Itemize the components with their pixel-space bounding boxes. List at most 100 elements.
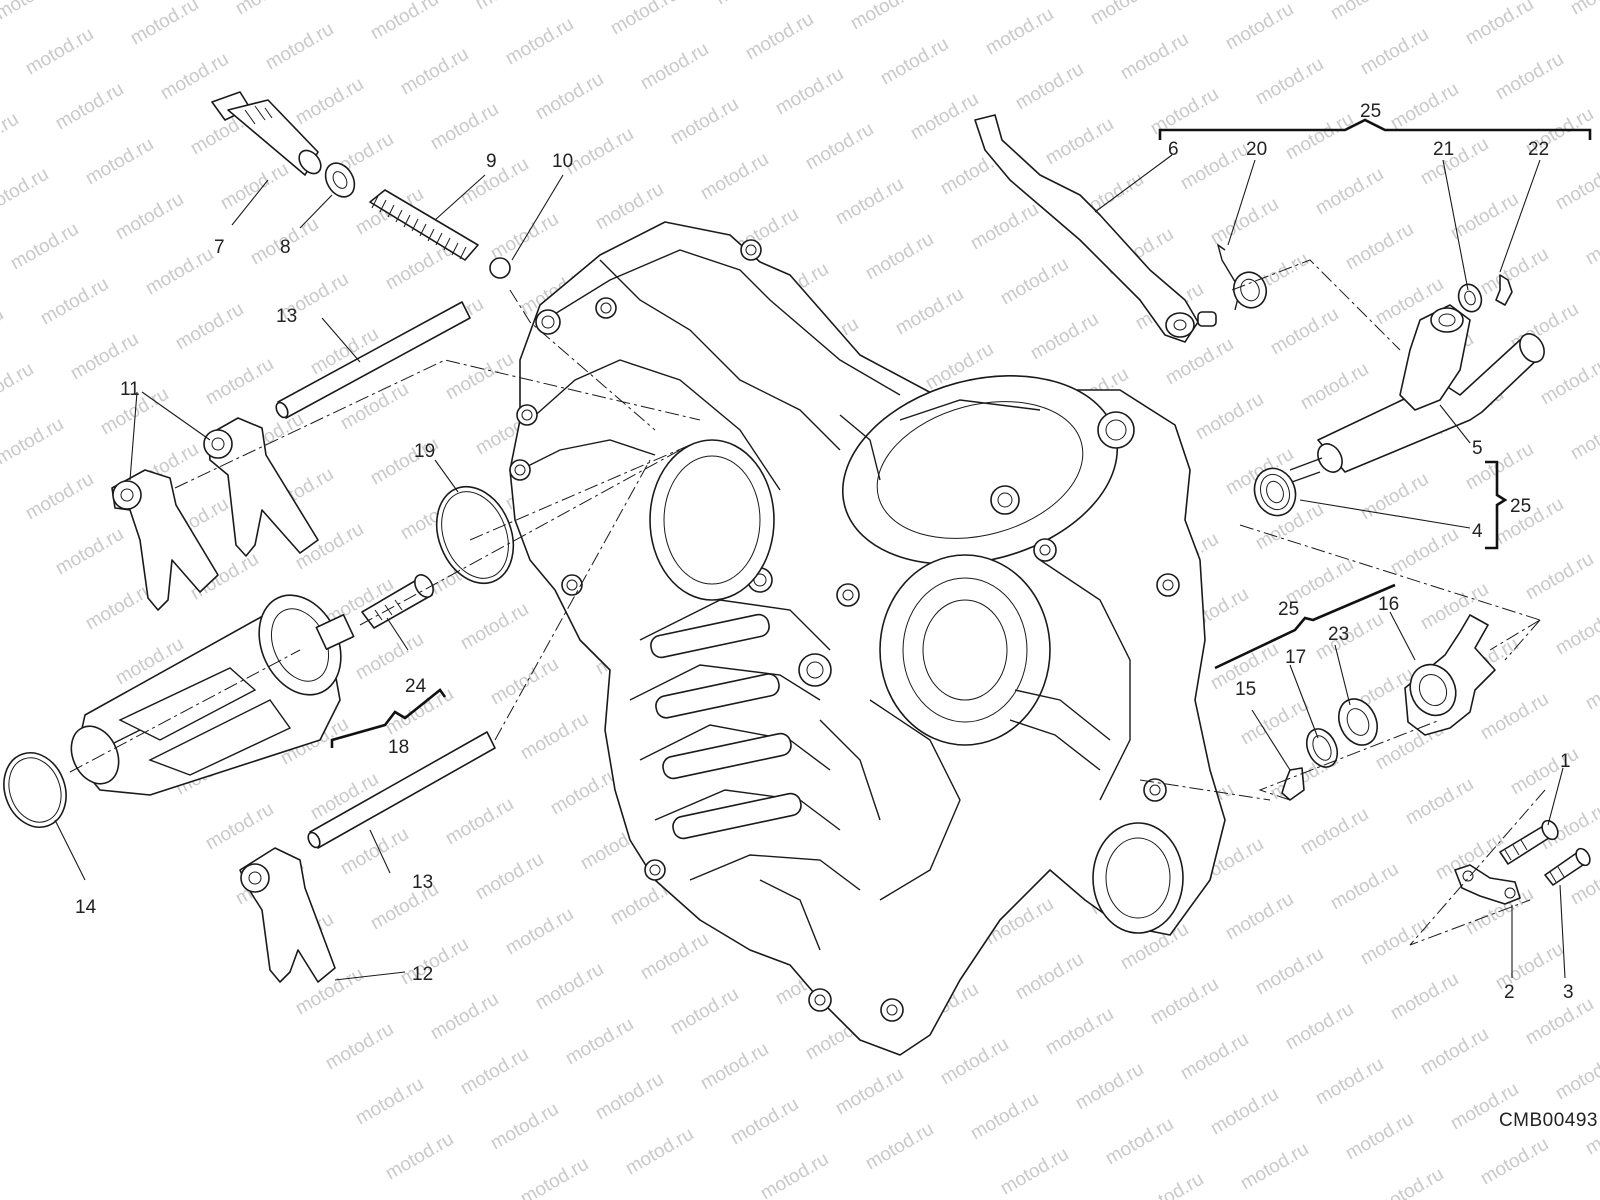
watermark-text: motod.ru — [1297, 804, 1372, 860]
watermark-text: motod.ru — [1582, 659, 1600, 715]
label-4: 4 — [1472, 521, 1483, 542]
watermark-text: motod.ru — [862, 229, 937, 285]
watermark-text: motod.ru — [877, 34, 952, 90]
watermark-text: motod.ru — [427, 99, 502, 155]
watermark-text: motod.ru — [1342, 1109, 1417, 1165]
watermark-text: motod.ru — [0, 304, 7, 360]
watermark-text: motod.ru — [1552, 159, 1600, 215]
watermark-text: motod.ru — [562, 124, 637, 180]
watermark-text: motod.ru — [337, 824, 412, 880]
washer — [324, 162, 356, 198]
watermark-text: motod.ru — [1537, 354, 1600, 410]
watermark-text: motod.ru — [1387, 79, 1462, 135]
watermark-text: motod.ru — [457, 1044, 532, 1100]
watermark-text: motod.ru — [7, 219, 82, 275]
watermark-text: motod.ru — [742, 9, 817, 65]
o-ring-14 — [3, 752, 67, 828]
watermark-text: motod.ru — [1027, 309, 1102, 365]
watermark-text: motod.ru — [952, 0, 1027, 4]
watermark-text: motod.ru — [832, 174, 907, 230]
label-2: 2 — [1504, 982, 1515, 1003]
watermark-text: motod.ru — [1582, 214, 1600, 270]
watermark-text: motod.ru — [1252, 944, 1327, 1000]
watermark-text: motod.ru — [667, 984, 742, 1040]
watermark-text: motod.ru — [1327, 859, 1402, 915]
assembly-lines — [69, 259, 1546, 946]
watermark-text: motod.ru — [472, 849, 547, 905]
watermark-text: motod.ru — [637, 39, 712, 95]
watermark-text: motod.ru — [1162, 334, 1237, 390]
watermark-text: motod.ru — [157, 49, 232, 105]
watermark-text: motod.ru — [0, 414, 67, 470]
watermark-text: motod.ru — [637, 929, 712, 985]
label-9: 9 — [486, 151, 497, 172]
watermark-text: motod.ru — [1402, 774, 1477, 830]
label-15: 15 — [1235, 679, 1256, 700]
watermark-text: motod.ru — [22, 24, 97, 80]
washer-21 — [1457, 283, 1483, 313]
watermark-text: motod.ru — [1492, 49, 1567, 105]
watermark-text: motod.ru — [1042, 114, 1117, 170]
label-1: 1 — [1560, 751, 1571, 772]
shift-fork-lower — [239, 847, 336, 983]
label-13-bottom: 13 — [412, 872, 433, 893]
watermark-text: motod.ru — [562, 1014, 637, 1070]
label-22: 22 — [1528, 139, 1549, 160]
watermark-text: motod.ru — [1372, 1164, 1447, 1200]
watermark-text: motod.ru — [592, 1069, 667, 1125]
label-25-side: 25 — [1510, 496, 1531, 517]
watermark-text: motod.ru — [1012, 59, 1087, 115]
watermark-text: motod.ru — [1342, 219, 1417, 275]
brackets — [330, 118, 1592, 748]
watermark-text: motod.ru — [1357, 914, 1432, 970]
part-labels: 7 8 9 10 13 11 19 24 18 14 13 12 25 6 20… — [75, 101, 1574, 1003]
watermark-text: motod.ru — [487, 1099, 562, 1155]
watermark-text: motod.ru — [532, 69, 607, 125]
watermark-text: motod.ru — [22, 469, 97, 525]
watermark-text: motod.ru — [1102, 1114, 1177, 1170]
watermark-text: motod.ru — [937, 1034, 1012, 1090]
watermark-text: motod.ru — [1417, 134, 1492, 190]
watermark-text: motod.ru — [1312, 1054, 1387, 1110]
watermark-text: motod.ru — [1522, 549, 1597, 605]
watermark-text: motod.ru — [1327, 0, 1402, 24]
watermark-text: motod.ru — [52, 79, 127, 135]
watermark-text: motod.ru — [697, 1039, 772, 1095]
watermark-text: motod.ru — [832, 1064, 907, 1120]
watermark-text: motod.ru — [127, 0, 202, 49]
watermark-text: motod.ru — [1042, 1004, 1117, 1060]
watermark-text: motod.ru — [37, 274, 112, 330]
o-ring-19 — [435, 485, 515, 585]
label-23: 23 — [1328, 624, 1349, 645]
detent-plunger — [211, 91, 322, 176]
watermark-text: motod.ru — [1417, 1024, 1492, 1080]
watermark-text: motod.ru — [1147, 974, 1222, 1030]
watermark-text: motod.ru — [1117, 29, 1192, 85]
label-11: 11 — [120, 379, 140, 400]
watermark-text: motod.ru — [502, 14, 577, 70]
watermark-text: motod.ru — [1567, 0, 1600, 19]
bolt-3 — [1544, 847, 1591, 886]
detent-ball — [489, 257, 511, 279]
watermark-text: motod.ru — [0, 0, 67, 24]
watermark-text: motod.ru — [1387, 969, 1462, 1025]
watermark-text: motod.ru — [0, 109, 22, 165]
watermark-text: motod.ru — [1012, 949, 1087, 1005]
shift-lever — [974, 114, 1217, 343]
watermark-text: motod.ru — [67, 329, 142, 385]
label-10: 10 — [552, 151, 573, 172]
watermark-text: motod.ru — [607, 0, 682, 39]
watermark-text: motod.ru — [292, 74, 367, 130]
watermark-text: motod.ru — [1312, 164, 1387, 220]
watermark-text: motod.ru — [442, 349, 517, 405]
watermark-text: motod.ru — [0, 164, 52, 220]
watermark-text: motod.ru — [337, 379, 412, 435]
watermark-text: motod.ru — [172, 299, 247, 355]
watermark-text: motod.ru — [1282, 999, 1357, 1055]
watermark-text: motod.ru — [1447, 189, 1522, 245]
label-18: 18 — [388, 737, 409, 758]
retaining-plate — [1454, 864, 1521, 905]
watermark-text: motod.ru — [907, 89, 982, 145]
label-5: 5 — [1472, 438, 1483, 459]
watermark-text: motod.ru — [1237, 694, 1312, 750]
